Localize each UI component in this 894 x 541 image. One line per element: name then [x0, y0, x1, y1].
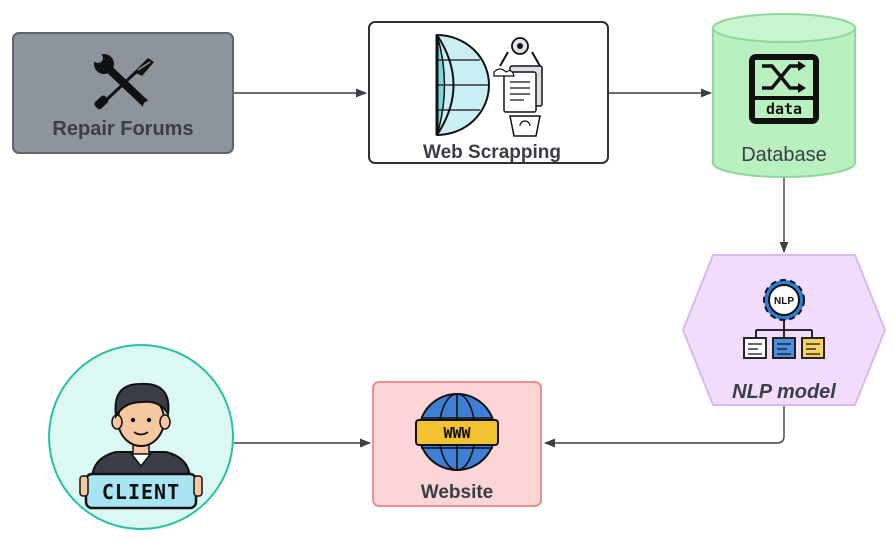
- node-nlp-model[interactable]: NLP NLP model: [682, 254, 886, 406]
- repair-forums-box: [12, 32, 234, 154]
- client-label: CLIENT: [102, 480, 180, 504]
- node-website[interactable]: WWW Website: [372, 381, 542, 507]
- www-icon-text: WWW: [443, 424, 471, 442]
- database-cylinder-top: [712, 13, 856, 43]
- web-scraping-icon: [435, 33, 543, 137]
- www-globe-icon: WWW: [415, 393, 499, 471]
- web-scrapping-label: Web Scrapping: [423, 142, 561, 163]
- client-person-icon: [79, 382, 203, 510]
- wrench-screwdriver-icon: [93, 53, 154, 111]
- repair-forums-label: Repair Forums: [52, 118, 193, 140]
- database-label: Database: [741, 144, 827, 166]
- data-shuffle-icon: data: [749, 54, 819, 124]
- edges: [234, 88, 789, 448]
- node-web-scrapping[interactable]: Web Scrapping: [368, 21, 609, 164]
- nlp-gear-icon: NLP: [743, 279, 825, 359]
- data-icon-text: data: [766, 100, 802, 118]
- node-client[interactable]: CLIENT: [48, 344, 234, 530]
- website-label: Website: [421, 482, 494, 503]
- nlp-icon-text: NLP: [774, 296, 794, 307]
- nlp-model-label: NLP model: [732, 381, 836, 403]
- node-database[interactable]: data Database: [712, 13, 856, 178]
- edge-nlp-to-website: [543, 406, 785, 448]
- node-repair-forums[interactable]: Repair Forums: [12, 32, 234, 154]
